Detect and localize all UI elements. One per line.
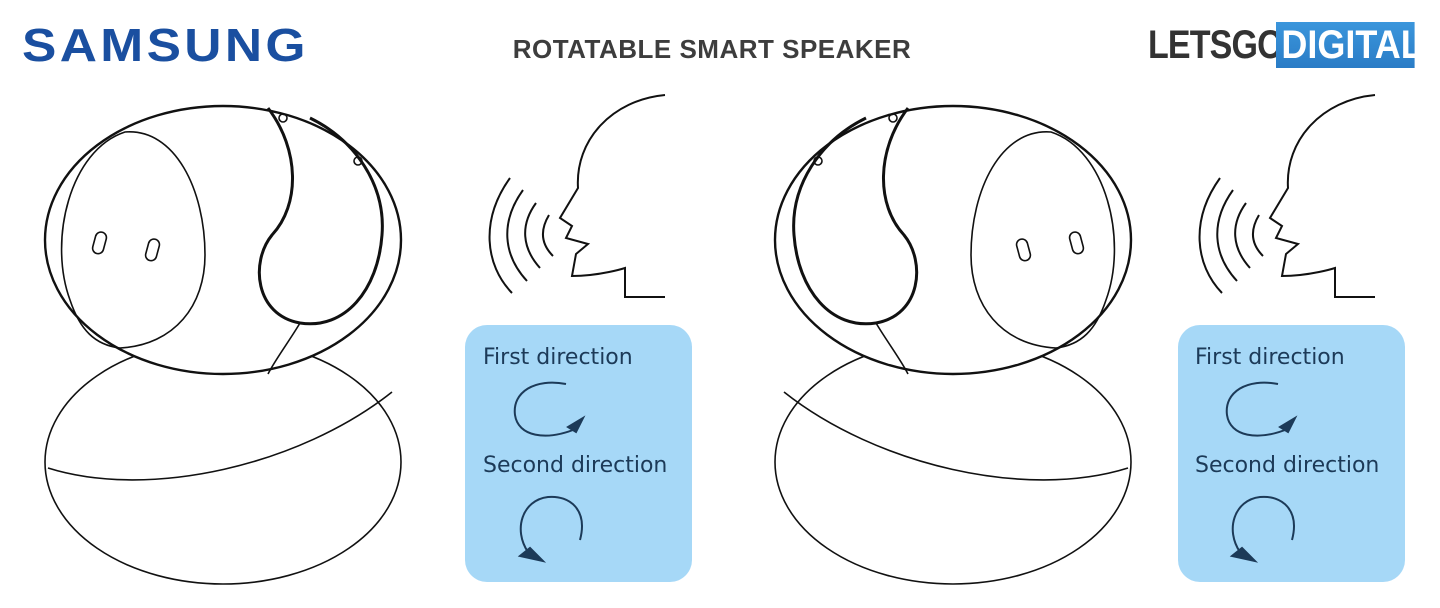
speaker-right <box>773 104 1133 586</box>
page-title: ROTATABLE SMART SPEAKER <box>512 34 912 64</box>
samsung-logo: SAMSUNG <box>22 19 309 71</box>
second-direction-label: Second direction <box>483 453 668 478</box>
rotation-arrows-left <box>513 381 584 562</box>
first-direction-label: First direction <box>1195 345 1345 370</box>
person-speaking-right <box>1198 94 1376 298</box>
logo-part-digital: DIGITAL <box>1276 22 1423 68</box>
direction-panel-right: First direction Second direction <box>1178 325 1405 582</box>
letsgodigital-logo: LETSGO DIGITAL <box>1148 22 1430 68</box>
speaker-left <box>43 104 403 586</box>
direction-panel-left: First direction Second direction <box>465 325 692 582</box>
first-direction-label: First direction <box>483 345 633 370</box>
second-direction-label: Second direction <box>1195 453 1380 478</box>
rotation-arrows-right <box>1225 381 1296 562</box>
person-speaking-left <box>488 94 666 298</box>
